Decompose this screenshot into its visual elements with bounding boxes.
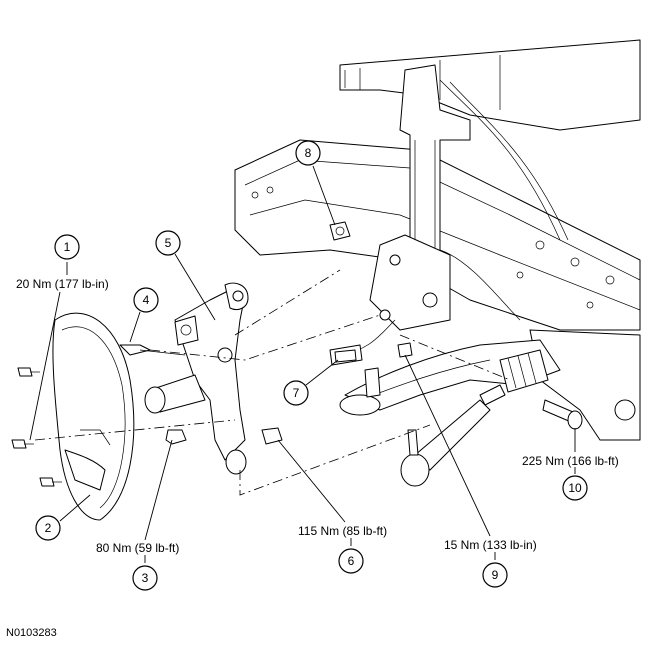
shock-absorber-art <box>369 64 471 331</box>
assembly-lines-art <box>34 269 511 496</box>
callout-2: 2 <box>35 494 91 541</box>
callout-1: 1 20 Nm (177 lb-in) <box>16 234 109 441</box>
callout-3: 3 80 Nm (59 lb-ft) <box>96 439 179 591</box>
spindle-knuckle-art <box>144 282 249 475</box>
svg-text:1: 1 <box>64 240 71 254</box>
splash-shield-art <box>52 312 135 521</box>
callout-6: 6 115 Nm (85 lb-ft) <box>277 439 387 574</box>
svg-text:5: 5 <box>165 236 172 250</box>
callout-10: 10 225 Nm (166 lb-ft) <box>522 428 619 501</box>
splash-shield-bolts-art <box>11 367 62 487</box>
callout-9: 9 15 Nm (133 lb-in) <box>404 354 537 588</box>
callout-4: 4 <box>129 287 159 343</box>
torque-label-6: 115 Nm (85 lb-ft) <box>298 524 387 538</box>
svg-text:8: 8 <box>305 146 312 160</box>
torque-label-3: 80 Nm (59 lb-ft) <box>96 541 179 555</box>
callout-7: 7 <box>283 359 339 406</box>
svg-text:9: 9 <box>492 568 499 582</box>
callout-5: 5 <box>155 230 216 321</box>
fasteners-art <box>119 221 413 445</box>
svg-text:6: 6 <box>348 554 355 568</box>
svg-text:10: 10 <box>568 481 582 495</box>
svg-text:2: 2 <box>45 521 52 535</box>
torque-label-10: 225 Nm (166 lb-ft) <box>522 454 619 468</box>
svg-text:7: 7 <box>293 386 300 400</box>
torque-label-9: 15 Nm (133 lb-in) <box>444 538 537 552</box>
callout-8: 8 <box>295 140 336 226</box>
lower-control-arm-art <box>339 339 583 430</box>
svg-text:4: 4 <box>143 293 150 307</box>
figure-id: N0103283 <box>6 627 57 639</box>
tie-rod-end-art <box>400 384 506 487</box>
svg-text:3: 3 <box>142 571 149 585</box>
torque-label-1: 20 Nm (177 lb-in) <box>16 277 109 291</box>
